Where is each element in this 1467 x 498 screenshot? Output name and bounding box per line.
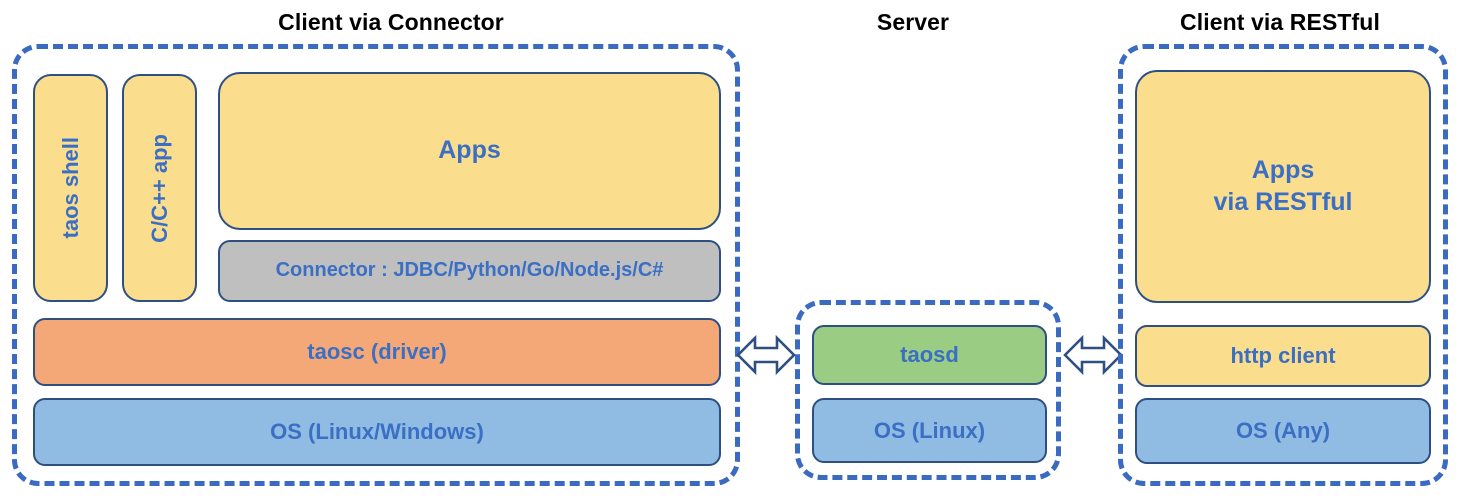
box-c-cpp-app[interactable]: C/C++ app [122, 74, 197, 302]
box-connector[interactable]: Connector : JDBC/Python/Go/Node.js/C# [218, 240, 721, 302]
box-connector-label: Connector : JDBC/Python/Go/Node.js/C# [275, 259, 664, 282]
box-os-restful-label: OS (Any) [1235, 418, 1331, 444]
box-taosd-label: taosd [900, 342, 959, 368]
box-http-client-label: http client [1230, 343, 1336, 369]
box-c-cpp-app-label: C/C++ app [146, 133, 172, 243]
box-taos-shell-label: taos shell [57, 137, 83, 239]
group-title-server: Server [876, 9, 950, 35]
group-client-connector [12, 44, 740, 486]
box-taos-shell[interactable]: taos shell [33, 74, 108, 302]
box-apps[interactable]: Apps [218, 72, 721, 230]
box-os-server-label: OS (Linux) [873, 417, 986, 443]
box-os-restful[interactable]: OS (Any) [1135, 398, 1431, 464]
box-taosd[interactable]: taosd [812, 325, 1047, 385]
box-apps-restful-label-line2: via RESTful [1213, 187, 1353, 216]
box-http-client[interactable]: http client [1135, 325, 1431, 387]
group-client-restful [1118, 44, 1448, 486]
box-apps-restful[interactable]: Apps via RESTful [1135, 70, 1431, 303]
group-title-client-restful: Client via RESTful [1180, 9, 1380, 35]
box-taosc-driver-label: taosc (driver) [307, 339, 447, 365]
group-server [795, 300, 1061, 480]
group-title-client-connector: Client via Connector [278, 9, 504, 35]
box-os-client-label: OS (Linux/Windows) [270, 419, 484, 445]
box-os-server[interactable]: OS (Linux) [812, 398, 1047, 463]
box-apps-restful-label-line1: Apps [1251, 156, 1315, 185]
box-taosc-driver[interactable]: taosc (driver) [33, 318, 721, 386]
box-apps-label: Apps [438, 136, 501, 165]
double-headed-arrow-icon-server-restful [1063, 334, 1123, 376]
double-headed-arrow-icon-client-server [736, 334, 796, 376]
box-os-client[interactable]: OS (Linux/Windows) [33, 398, 721, 466]
